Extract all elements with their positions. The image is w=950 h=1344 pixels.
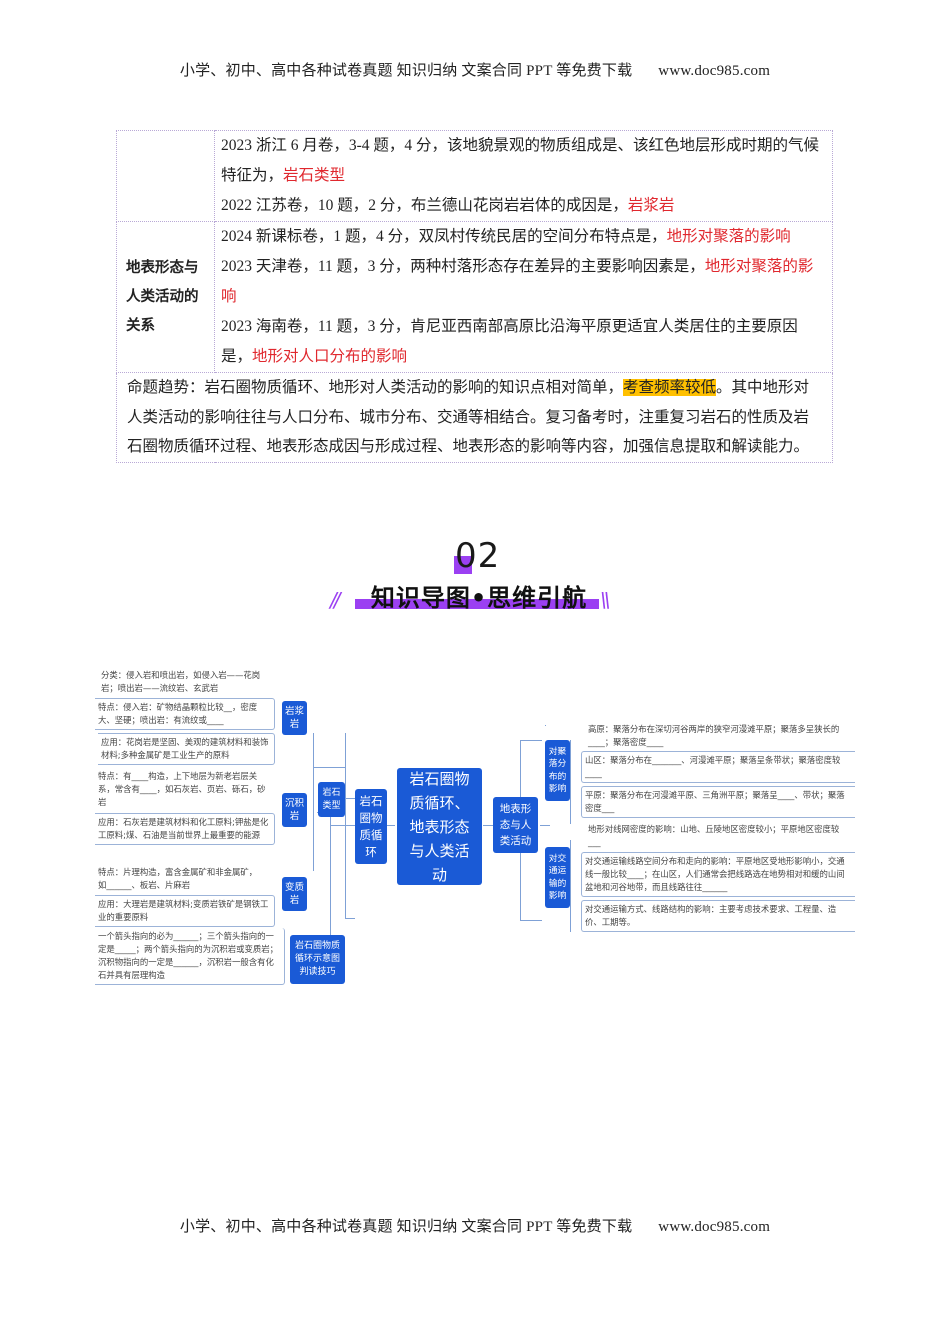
node-metamorphic[interactable]: 变质岩	[282, 877, 307, 911]
answer: 地形对聚落的影响	[221, 258, 814, 305]
node-sedimentary[interactable]: 沉积岩	[282, 793, 307, 827]
connector	[545, 725, 546, 726]
items-cell: 2024 新课标卷，1 题，4 分，双凤村传统民居的空间分布特点是，地形对聚落的…	[214, 221, 833, 373]
table-row: 命题趋势：岩石圈物质循环、地形对人类活动的影响的知识点相对简单，考查频率较低。其…	[116, 372, 833, 463]
exam-table: 2023 浙江 6 月卷，3-4 题，4 分，该地貌景观的物质组成是、该红色地层…	[116, 130, 833, 463]
items-cell: 2023 浙江 6 月卷，3-4 题，4 分，该地貌景观的物质组成是、该红色地层…	[214, 130, 833, 222]
footer-text: 小学、初中、高中各种试卷真题 知识归纳 文案合同 PPT 等免费下载	[179, 1219, 633, 1235]
page-header: 小学、初中、高中各种试卷真题 知识归纳 文案合同 PPT 等免费下载 www.do…	[0, 59, 950, 80]
node-rock-cycle[interactable]: 岩石圈物质循环	[355, 789, 387, 864]
leaf-igneous-feature: 特点：侵入岩：矿物结晶颗粒比较__，密度大、坚硬；喷出岩：有流纹或____	[95, 698, 275, 730]
connector	[520, 740, 542, 741]
leaf-metamorphic-use: 应用：大理岩是建筑材料;变质岩铁矿是钢铁工业的重要原料	[95, 895, 275, 927]
header-url[interactable]: www.doc985.com	[658, 63, 771, 79]
trend-cell: 命题趋势：岩石圈物质循环、地形对人类活动的影响的知识点相对简单，考查频率较低。其…	[116, 372, 833, 463]
leaf-plateau: 高原：聚落分布在深切河谷两岸的狭窄河漫滩平原；聚落多呈狭长的____；聚落密度_…	[588, 724, 840, 747]
leaf-route-distribution: 对交通运输线路空间分布和走向的影响：平原地区受地形影响小，交通线一般比较____…	[581, 852, 855, 897]
node-settlement[interactable]: 对聚落分布的影响	[545, 740, 570, 801]
section-number: 02	[455, 536, 501, 576]
connector	[313, 733, 314, 871]
leaf-tip: 一个箭头指向的必为______；三个箭头指向的一定是_____；两个箭头指向的为…	[95, 928, 285, 985]
node-igneous[interactable]: 岩浆岩	[282, 701, 307, 735]
leaf-igneous-class: 分类：侵入岩和喷出岩，如侵入岩——花岗岩；喷出岩——流纹岩、玄武岩	[101, 670, 261, 693]
node-tip[interactable]: 岩石圈物质循环示意图判读技巧	[290, 935, 345, 984]
answer: 地形对聚落的影响	[666, 228, 791, 245]
leaf-plain: 平原：聚落分布在河漫滩平原、三角洲平原；聚落呈____、带状；聚落密度___	[581, 786, 855, 818]
answer: 岩石类型	[283, 167, 346, 184]
exam-item: 2023 浙江 6 月卷，3-4 题，4 分，该地貌景观的物质组成是、该红色地层…	[221, 137, 820, 184]
exam-item: 2022 江苏卷，10 题，2 分，布兰德山花岗岩岩体的成因是，岩浆岩	[221, 197, 675, 214]
leaf-network-density: 地形对线网密度的影响：山地、丘陵地区密度较小；平原地区密度较___	[588, 824, 840, 847]
connector	[345, 918, 355, 919]
mind-map: 岩石圈物质循环、地表形态与人类活动 岩石圈物质循环 岩石类型 岩浆岩 沉积岩 变…	[95, 655, 855, 995]
exam-item: 2024 新课标卷，1 题，4 分，双凤村传统民居的空间分布特点是，地形对聚落的…	[221, 228, 791, 245]
section-title: 知识导图•思维引航	[370, 584, 588, 612]
slash-decoration-left: //	[330, 588, 341, 612]
node-landform-human[interactable]: 地表形态与人类活动	[493, 797, 538, 853]
footer-url[interactable]: www.doc985.com	[658, 1219, 771, 1235]
table-row: 地表形态与人类活动的关系 2024 新课标卷，1 题，4 分，双凤村传统民居的空…	[116, 221, 833, 373]
leaf-sedimentary-feature: 特点：有____构造，上下地层为新老岩层关系，常含有____，如石灰岩、页岩、砾…	[98, 771, 266, 807]
connector	[330, 825, 355, 826]
connector	[570, 840, 571, 932]
leaf-metamorphic-feature: 特点：片理构造，富含金属矿和非金属矿，如______、板岩、片麻岩	[98, 867, 258, 890]
page-footer: 小学、初中、高中各种试卷真题 知识归纳 文案合同 PPT 等免费下载 www.do…	[0, 1215, 950, 1236]
leaf-mountain: 山区：聚落分布在_______、河漫滩平原；聚落呈条带状；聚落密度较____	[581, 751, 855, 783]
connector	[483, 825, 493, 826]
category-cell: 地表形态与人类活动的关系	[116, 221, 215, 373]
node-transport[interactable]: 对交通运输的影响	[545, 847, 570, 908]
connector	[520, 920, 542, 921]
connector	[345, 798, 355, 799]
highlight: 考查频率较低	[623, 379, 717, 396]
node-rock-types[interactable]: 岩石类型	[318, 782, 345, 817]
table-row: 2023 浙江 6 月卷，3-4 题，4 分，该地貌景观的物质组成是、该红色地层…	[116, 130, 833, 222]
category-cell	[116, 130, 215, 222]
connector	[385, 825, 395, 826]
accent-square	[454, 556, 472, 574]
section-heading: 02 // 知识导图•思维引航 \\	[330, 536, 620, 618]
leaf-igneous-use: 应用：花岗岩是坚固、美观的建筑材料和装饰材料;多种金属矿是工业生产的原料	[98, 733, 275, 765]
accent-bar	[355, 599, 599, 609]
leaf-sedimentary-use: 应用：石灰岩是建筑材料和化工原料;钾盐是化工原料;煤、石油是当前世界上最重要的能…	[95, 813, 275, 845]
slash-decoration-right: \\	[600, 588, 611, 612]
connector	[330, 812, 331, 982]
connector	[313, 767, 345, 768]
connector	[540, 825, 550, 826]
exam-item: 2023 海南卷，11 题，3 分，肯尼亚西南部高原比沿海平原更适宜人类居住的主…	[221, 318, 798, 365]
exam-item: 2023 天津卷，11 题，3 分，两种村落形态存在差异的主要影响因素是，地形对…	[221, 258, 814, 305]
leaf-transport-mode: 对交通运输方式、线路结构的影响：主要考虑技术要求、工程量、造价、工期等。	[581, 900, 855, 932]
header-text: 小学、初中、高中各种试卷真题 知识归纳 文案合同 PPT 等免费下载	[179, 63, 633, 79]
connector	[570, 740, 571, 824]
answer: 岩浆岩	[627, 197, 675, 214]
answer: 地形对人口分布的影响	[252, 348, 408, 365]
center-node[interactable]: 岩石圈物质循环、地表形态与人类活动	[397, 768, 482, 885]
